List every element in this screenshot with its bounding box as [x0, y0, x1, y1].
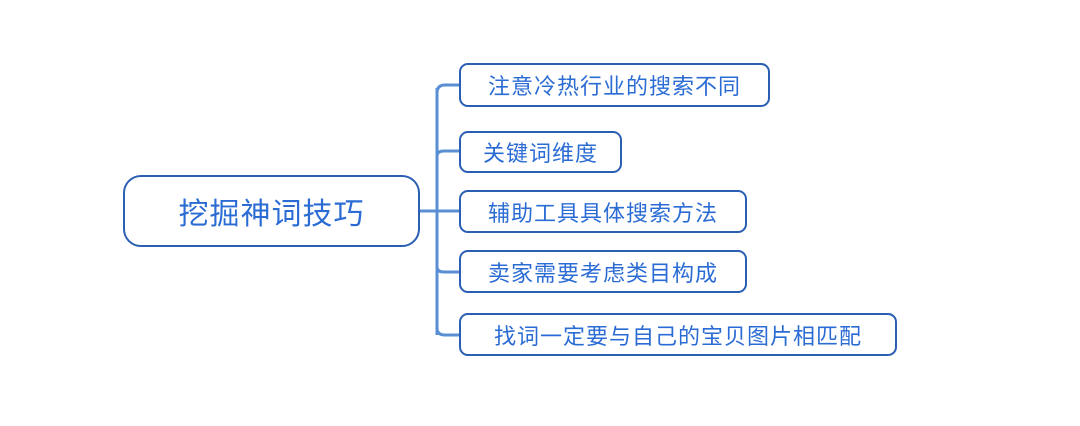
root-node-label: 挖掘神词技巧 [178, 198, 365, 231]
child-node-label: 卖家需要考虑类目构成 [487, 260, 718, 286]
child-node-4[interactable]: 卖家需要考虑类目构成 [459, 250, 747, 293]
child-node-label: 找词一定要与自己的宝贝图片相匹配 [493, 323, 862, 349]
child-node-3[interactable]: 辅助工具具体搜索方法 [459, 190, 747, 233]
connector-branch-2 [435, 149, 459, 161]
connector-branch-1 [435, 83, 459, 98]
child-node-label: 辅助工具具体搜索方法 [487, 200, 718, 226]
child-node-label: 关键词维度 [482, 141, 598, 166]
root-node[interactable]: 挖掘神词技巧 [123, 175, 420, 247]
child-node-label: 注意冷热行业的搜索不同 [487, 74, 741, 99]
connector-branch-5 [435, 325, 459, 337]
child-node-5[interactable]: 找词一定要与自己的宝贝图片相匹配 [459, 313, 897, 356]
child-node-2[interactable]: 关键词维度 [459, 131, 622, 173]
connector-branch-4 [435, 262, 459, 274]
child-node-1[interactable]: 注意冷热行业的搜索不同 [459, 63, 770, 107]
